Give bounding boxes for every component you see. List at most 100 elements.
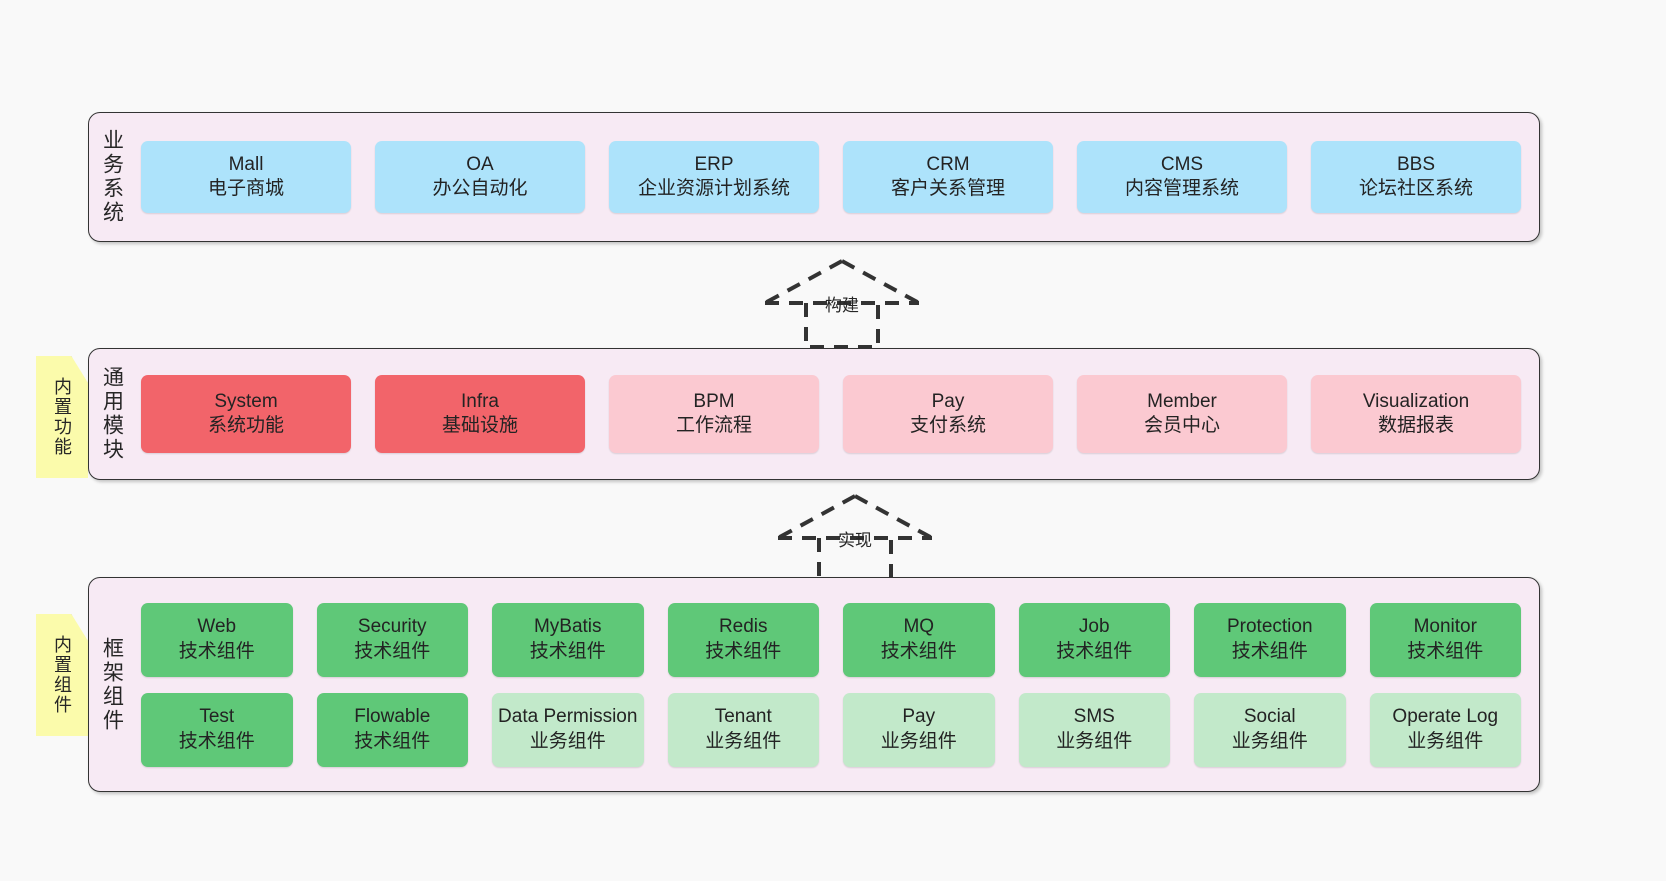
layer-framework-component[interactable]: 框架组件 Web 技术组件 Security 技术组件 MyBatis 技术组件… — [88, 577, 1540, 792]
node-title: Web — [197, 616, 237, 638]
node-title: ERP — [694, 153, 734, 175]
node-subtitle: 技术组件 — [354, 640, 431, 662]
node-title: Security — [357, 616, 427, 638]
node-subtitle: 技术组件 — [529, 640, 606, 662]
node-subtitle: 技术组件 — [1407, 640, 1484, 662]
node-erp[interactable]: ERP 企业资源计划系统 — [609, 141, 819, 213]
node-row: Test 技术组件 Flowable 技术组件 Data Permission … — [141, 692, 1521, 767]
node-title: Operate Log — [1392, 706, 1499, 728]
node-web[interactable]: Web 技术组件 — [141, 602, 293, 677]
node-bpm[interactable]: BPM 工作流程 — [609, 375, 819, 453]
node-title: Protection — [1226, 616, 1313, 638]
note-builtin-features: 内置功能 — [36, 356, 88, 478]
arrow-head-left-edge — [764, 259, 843, 305]
node-title: BBS — [1396, 153, 1436, 175]
arrow-head-right-edge — [854, 494, 933, 540]
node-redis[interactable]: Redis 技术组件 — [667, 602, 819, 677]
layer-common-module[interactable]: 通用模块 System 系统功能 Infra 基础设施 BPM 工作流程 Pay — [88, 348, 1540, 480]
node-subtitle: 技术组件 — [880, 640, 957, 662]
connector-build: 构建 — [757, 257, 927, 349]
node-infra[interactable]: Infra 基础设施 — [375, 375, 585, 453]
node-subtitle: 内容管理系统 — [1124, 178, 1239, 199]
node-monitor[interactable]: Monitor 技术组件 — [1369, 602, 1521, 677]
node-sms[interactable]: SMS 业务组件 — [1018, 692, 1170, 767]
node-title: MQ — [903, 616, 935, 638]
node-data-permission[interactable]: Data Permission 业务组件 — [492, 692, 644, 767]
node-bbs[interactable]: BBS 论坛社区系统 — [1311, 141, 1521, 213]
node-title: Social — [1243, 706, 1296, 728]
layer-title-framework-component-label: 框架组件 — [100, 636, 124, 733]
node-title: OA — [466, 153, 494, 175]
node-subtitle: 技术组件 — [1231, 640, 1308, 662]
connector-implement: 实现 — [770, 492, 940, 584]
node-member[interactable]: Member 会员中心 — [1077, 375, 1287, 453]
arrow-head-left-edge — [777, 494, 856, 540]
note-builtin-components-label: 内置组件 — [52, 635, 72, 715]
node-subtitle: 技术组件 — [1056, 640, 1133, 662]
node-mybatis[interactable]: MyBatis 技术组件 — [492, 602, 644, 677]
node-subtitle: 技术组件 — [705, 640, 782, 662]
layer-title-business-system-label: 业务系统 — [100, 129, 124, 225]
node-subtitle: 办公自动化 — [432, 178, 528, 199]
layer-body-framework-component: Web 技术组件 Security 技术组件 MyBatis 技术组件 Redi… — [135, 578, 1539, 791]
note-builtin-features-label: 内置功能 — [52, 377, 72, 457]
node-title: Test — [199, 706, 235, 728]
node-security[interactable]: Security 技术组件 — [316, 602, 468, 677]
layer-business-system[interactable]: 业务系统 Mall 电子商城 OA 办公自动化 ERP 企业资源计划系统 CRM — [88, 112, 1540, 242]
layer-title-common-module: 通用模块 — [89, 349, 135, 479]
node-pay-component[interactable]: Pay 业务组件 — [843, 692, 995, 767]
node-subtitle: 技术组件 — [354, 730, 431, 752]
node-title: Monitor — [1413, 616, 1477, 638]
node-cms[interactable]: CMS 内容管理系统 — [1077, 141, 1287, 213]
layer-body-business-system: Mall 电子商城 OA 办公自动化 ERP 企业资源计划系统 CRM 客户关系… — [135, 113, 1539, 241]
node-subtitle: 企业资源计划系统 — [637, 178, 790, 199]
node-tenant[interactable]: Tenant 业务组件 — [667, 692, 819, 767]
node-protection[interactable]: Protection 技术组件 — [1194, 602, 1346, 677]
node-system[interactable]: System 系统功能 — [141, 375, 351, 453]
node-subtitle: 技术组件 — [178, 730, 255, 752]
connector-implement-label: 实现 — [838, 531, 872, 550]
node-subtitle: 业务组件 — [1407, 730, 1484, 752]
node-title: SMS — [1073, 706, 1115, 728]
arrow-shaft — [804, 303, 880, 349]
node-operate-log[interactable]: Operate Log 业务组件 — [1369, 692, 1521, 767]
layer-title-business-system: 业务系统 — [89, 113, 135, 241]
node-flowable[interactable]: Flowable 技术组件 — [316, 692, 468, 767]
node-social[interactable]: Social 业务组件 — [1194, 692, 1346, 767]
node-crm[interactable]: CRM 客户关系管理 — [843, 141, 1053, 213]
node-pay-module[interactable]: Pay 支付系统 — [843, 375, 1053, 453]
node-mall[interactable]: Mall 电子商城 — [141, 141, 351, 213]
node-title: Pay — [931, 390, 965, 412]
node-title: CMS — [1160, 153, 1204, 175]
node-subtitle: 论坛社区系统 — [1358, 178, 1473, 199]
node-subtitle: 业务组件 — [1231, 730, 1308, 752]
node-subtitle: 业务组件 — [880, 730, 957, 752]
node-title: MyBatis — [533, 616, 602, 638]
node-subtitle: 技术组件 — [178, 640, 255, 662]
node-subtitle: 业务组件 — [529, 730, 606, 752]
node-subtitle: 工作流程 — [675, 415, 752, 436]
node-subtitle: 业务组件 — [1056, 730, 1133, 752]
node-title: Mall — [228, 153, 264, 175]
node-subtitle: 会员中心 — [1143, 415, 1220, 436]
node-subtitle: 基础设施 — [441, 415, 518, 436]
note-fold-icon — [71, 614, 88, 632]
node-row: Mall 电子商城 OA 办公自动化 ERP 企业资源计划系统 CRM 客户关系… — [141, 141, 1521, 213]
layer-title-common-module-label: 通用模块 — [100, 366, 124, 462]
node-mq[interactable]: MQ 技术组件 — [843, 602, 995, 677]
node-visualization[interactable]: Visualization 数据报表 — [1311, 375, 1521, 453]
node-subtitle: 系统功能 — [207, 415, 284, 436]
node-subtitle: 客户关系管理 — [890, 178, 1005, 199]
node-title: Infra — [460, 390, 500, 412]
node-title: Visualization — [1362, 390, 1470, 412]
node-title: Flowable — [354, 706, 431, 728]
node-oa[interactable]: OA 办公自动化 — [375, 141, 585, 213]
node-test[interactable]: Test 技术组件 — [141, 692, 293, 767]
node-row: System 系统功能 Infra 基础设施 BPM 工作流程 Pay 支付系统… — [141, 375, 1521, 453]
node-title: Member — [1147, 390, 1217, 412]
layer-body-common-module: System 系统功能 Infra 基础设施 BPM 工作流程 Pay 支付系统… — [135, 349, 1539, 479]
note-fold-icon — [71, 356, 88, 374]
node-job[interactable]: Job 技术组件 — [1018, 602, 1170, 677]
node-title: Job — [1078, 616, 1110, 638]
